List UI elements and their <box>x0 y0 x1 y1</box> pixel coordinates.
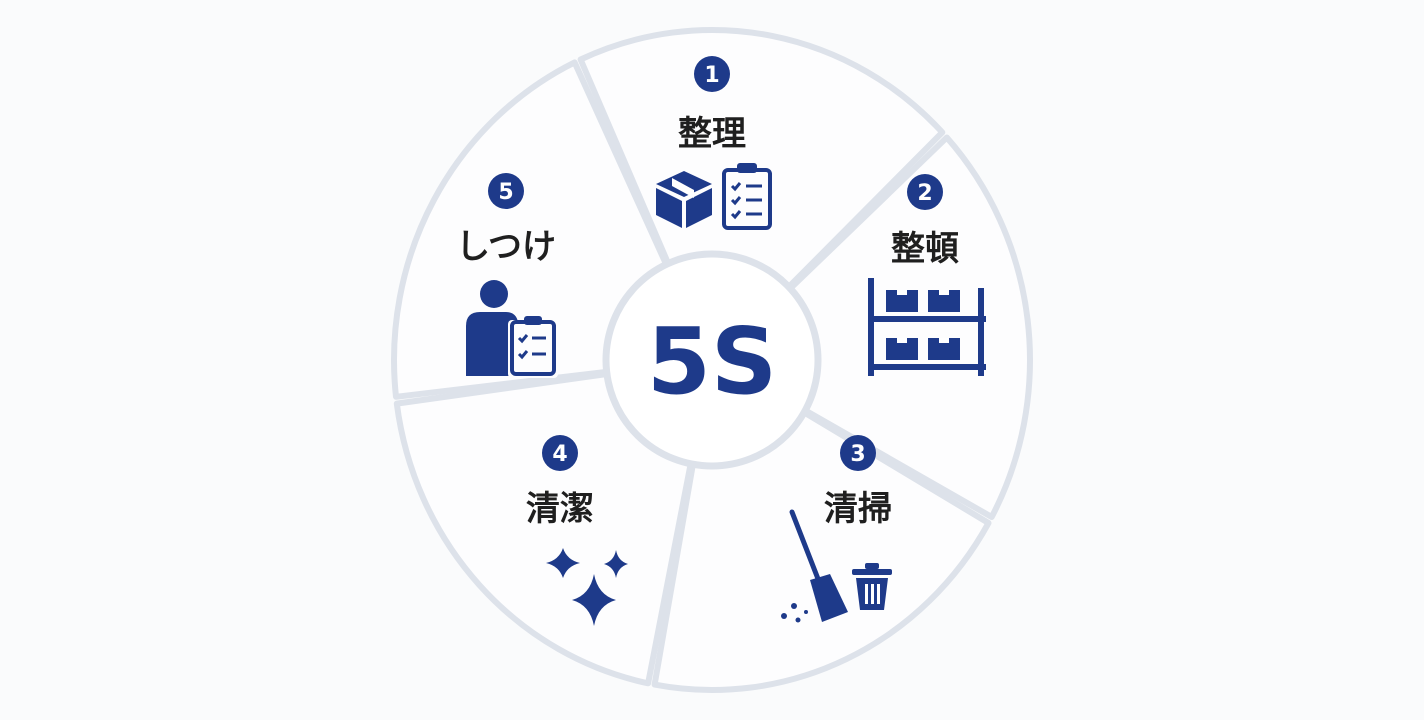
label-3: 清掃 <box>824 489 892 529</box>
center-hub <box>602 250 822 470</box>
label-1: 整理 <box>678 114 746 154</box>
number-3: 3 <box>850 442 865 467</box>
segment-5-content: 5 しつけ <box>456 173 558 378</box>
center-label: 5S <box>647 308 777 415</box>
number-1: 1 <box>704 63 719 88</box>
number-badge-3 <box>840 435 876 471</box>
broom-trash-icon <box>781 509 892 623</box>
number-badge-4 <box>542 435 578 471</box>
segment-1-content: 1 整理 <box>656 56 772 230</box>
shelf-icon <box>868 278 986 376</box>
number-4: 4 <box>552 442 567 467</box>
sparkle-icon <box>546 548 628 626</box>
person-checklist-icon <box>466 280 558 378</box>
box-clipboard-icon <box>656 163 772 230</box>
number-5: 5 <box>498 180 513 205</box>
label-4: 清潔 <box>526 489 594 529</box>
number-badge-2 <box>907 174 943 210</box>
number-badge-5 <box>488 173 524 209</box>
segment-3-content: 3 清掃 <box>781 435 892 623</box>
number-badge-1 <box>694 56 730 92</box>
label-2: 整頓 <box>891 229 959 269</box>
segment-4-content: 4 清潔 <box>526 435 628 626</box>
segment-2-content: 2 整頓 <box>868 174 986 376</box>
number-2: 2 <box>917 181 932 206</box>
label-5: しつけ <box>456 227 556 267</box>
